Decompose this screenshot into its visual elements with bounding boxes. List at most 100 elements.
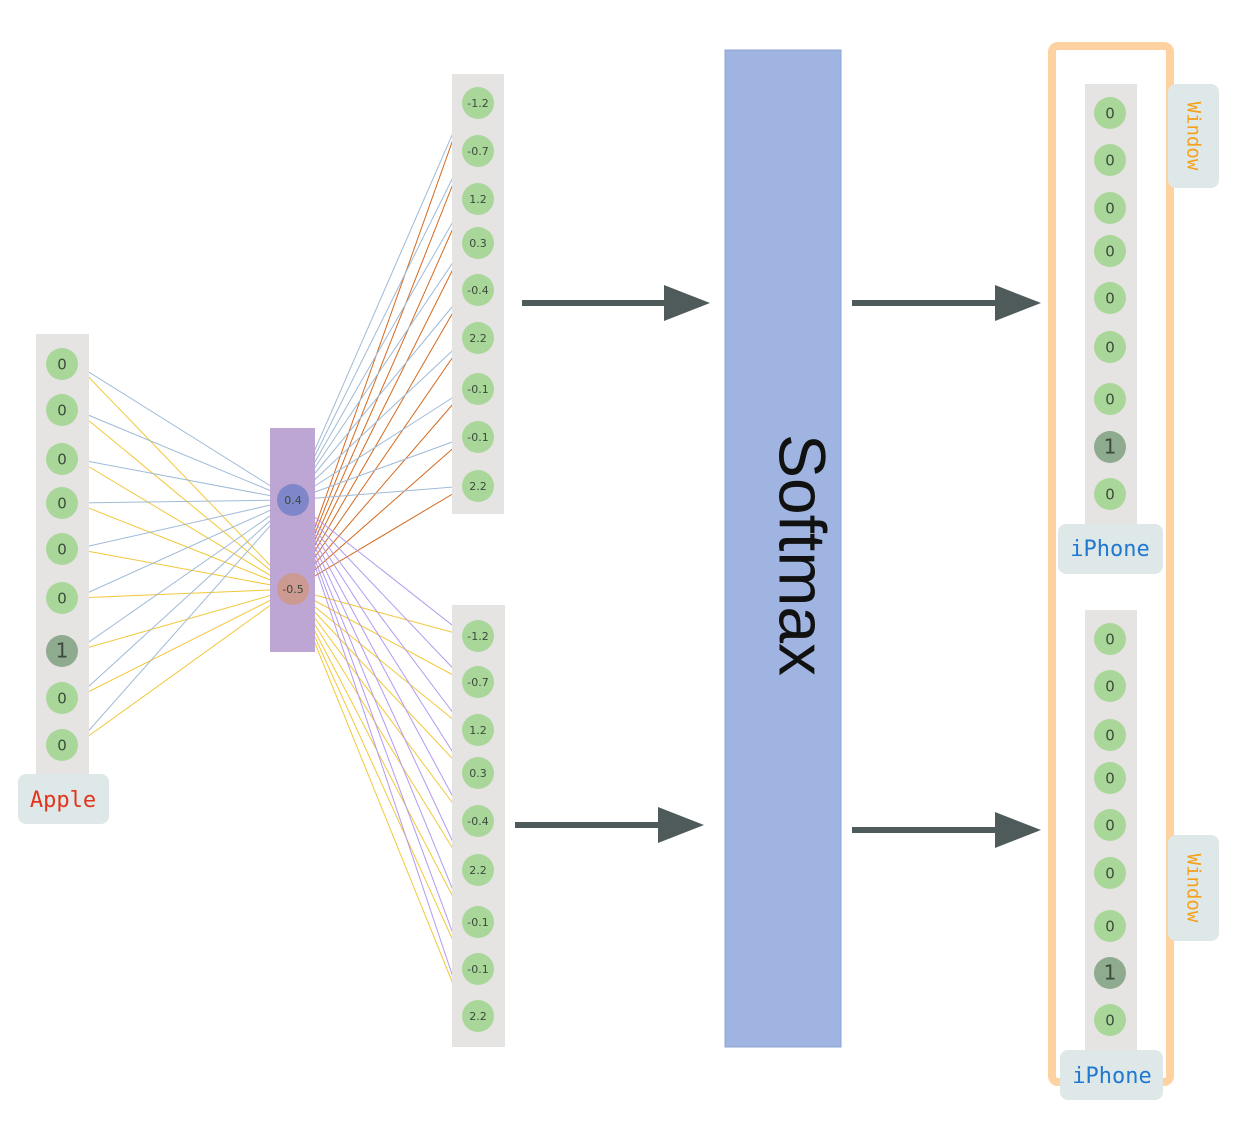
window-label-2: Window (1183, 854, 1205, 923)
input-node (46, 394, 78, 426)
input-node (46, 582, 78, 614)
output-1-node (462, 227, 494, 259)
output-1-node-value: -0.7 (467, 145, 488, 158)
input-node-value: 0 (57, 402, 67, 420)
output-2-node (462, 620, 494, 652)
input-node (46, 533, 78, 565)
edge-hidden2-output2 (292, 588, 467, 970)
edge-hidden1-output2 (292, 499, 467, 774)
output-1-node-value: 0.3 (469, 237, 487, 250)
edge-hidden1-output1 (292, 388, 467, 501)
edge-input-hidden-1 (75, 499, 294, 550)
edge-input-hidden-2 (75, 588, 294, 652)
edge-input-hidden-1 (75, 363, 294, 501)
target-1-node (1094, 431, 1126, 463)
hidden-node (277, 573, 309, 605)
input-node (46, 443, 78, 475)
edge-input-hidden-2 (75, 588, 294, 746)
output-1-node-value: 2.2 (469, 480, 487, 493)
edge-hidden2-output2 (292, 588, 467, 1017)
target-2-node (1094, 910, 1126, 942)
output-1-node-value: -0.1 (467, 431, 488, 444)
target-2-node-value: 0 (1105, 918, 1115, 936)
edge-input-hidden-2 (75, 588, 294, 699)
hidden-layer-bar (270, 428, 315, 652)
arrow-output1-to-softmax (522, 285, 710, 321)
input-node-value: 0 (57, 451, 67, 469)
window-label-1-bg (1168, 84, 1219, 188)
target-1-node-value: 1 (1104, 435, 1117, 459)
input-node-value: 0 (57, 737, 67, 755)
target-2-node-value: 0 (1105, 678, 1115, 696)
target-1-node (1094, 144, 1126, 176)
edge-hidden2-output1 (292, 242, 467, 590)
target-2-node (1094, 957, 1126, 989)
edge-hidden1-output2 (292, 499, 467, 1017)
target-1-node (1094, 97, 1126, 129)
edge-hidden1-output1 (292, 242, 467, 501)
edge-hidden2-output2 (292, 588, 467, 683)
window-label-1: Window (1183, 102, 1205, 171)
input-node-value: 0 (57, 356, 67, 374)
arrow-output2-to-softmax (515, 807, 704, 843)
target-1-node (1094, 235, 1126, 267)
edge-hidden2-output2 (292, 588, 467, 774)
target-word-label-1: iPhone (1070, 537, 1149, 562)
edge-hidden1-output2 (292, 499, 467, 731)
hidden-node-value: 0.4 (284, 494, 302, 507)
hidden-vector: 0.4 -0.5 (277, 484, 309, 605)
target-2-node (1094, 623, 1126, 655)
output-1-node (462, 183, 494, 215)
hidden-node-value: -0.5 (282, 583, 303, 596)
output-1-node (462, 322, 494, 354)
edge-input-hidden-2 (75, 363, 294, 590)
edge-hidden1-output2 (292, 499, 467, 683)
edge-hidden2-output1 (292, 198, 467, 590)
edge-hidden1-output2 (292, 499, 467, 637)
edge-input-hidden-1 (75, 499, 294, 599)
target-1-node-value: 0 (1105, 339, 1115, 357)
output-1-node-value: -0.1 (467, 383, 488, 396)
target-1-node (1094, 478, 1126, 510)
edge-input-hidden-2 (75, 588, 294, 599)
input-node-value: 1 (56, 639, 69, 663)
output-2-node (462, 714, 494, 746)
edge-hidden2-output1 (292, 150, 467, 590)
target-1-node (1094, 383, 1126, 415)
edge-input-hidden-1 (75, 499, 294, 504)
input-node-value: 0 (57, 495, 67, 513)
target-1-node-value: 0 (1105, 486, 1115, 504)
output-vectors: -1.2-0.71.20.3-0.42.2-0.1-0.12.2-1.2-0.7… (462, 87, 494, 1032)
edge-hidden2-output1 (292, 337, 467, 590)
target-1-node (1094, 331, 1126, 363)
target-2-node (1094, 719, 1126, 751)
target-1-node (1094, 282, 1126, 314)
edge-hidden1-output2 (292, 499, 467, 822)
output-2-node-value: -1.2 (467, 630, 488, 643)
target-word-label-1-bg (1058, 524, 1163, 574)
output-2-node (462, 805, 494, 837)
edge-hidden2-output1 (292, 485, 467, 590)
edge-hidden1-output1 (292, 102, 467, 501)
target-2-node (1094, 670, 1126, 702)
edge-hidden2-output1 (292, 388, 467, 590)
output-2-node-value: -0.1 (467, 916, 488, 929)
edge-input-hidden-2 (75, 409, 294, 590)
edge-input-hidden-1 (75, 499, 294, 652)
edge-hidden2-output2 (292, 588, 467, 822)
edge-hidden1-output2 (292, 499, 467, 970)
edge-input-hidden-2 (75, 548, 294, 590)
target-2-node-value: 0 (1105, 727, 1115, 745)
target-1-node-value: 0 (1105, 391, 1115, 409)
output-1-node (462, 373, 494, 405)
edge-input-hidden-1 (75, 499, 294, 746)
edge-input-hidden-1 (75, 499, 294, 699)
edge-hidden2-output1 (292, 436, 467, 590)
output-1-node-value: 1.2 (469, 193, 487, 206)
output-1-node-value: -0.4 (467, 284, 488, 297)
output-2-node-value: 2.2 (469, 864, 487, 877)
target-1-node-value: 0 (1105, 152, 1115, 170)
